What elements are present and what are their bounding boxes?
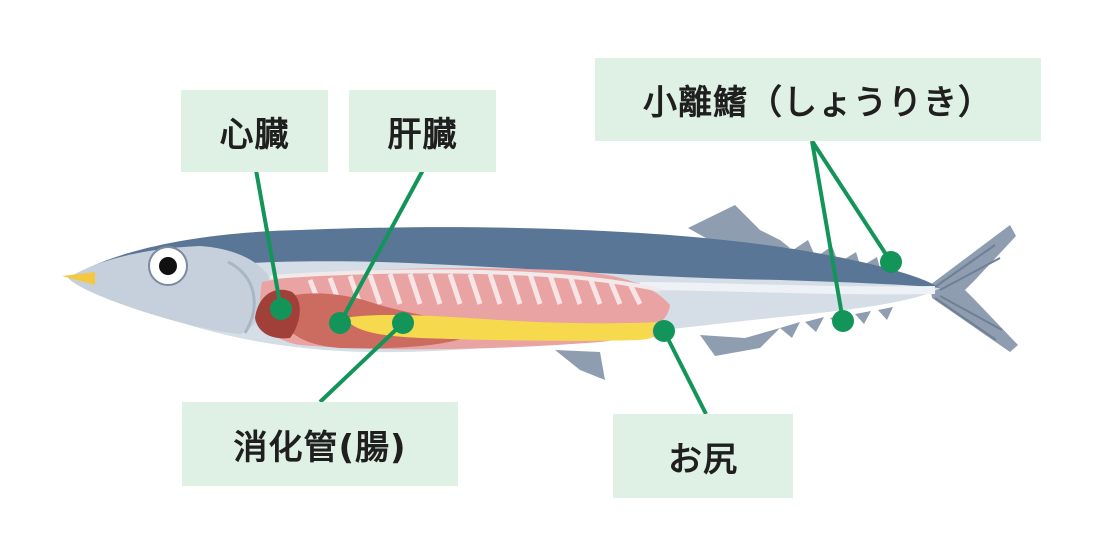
tail-fin (930, 225, 1018, 352)
intestine-organ (345, 314, 664, 341)
dorsal-fin (688, 205, 790, 248)
heart-marker (270, 298, 292, 320)
digestive-tract-label: 消化管(腸) (182, 402, 458, 486)
gill-cover (227, 260, 256, 334)
heart-label-text: 心臓 (219, 114, 290, 155)
anus-label-text: お尻 (668, 439, 738, 480)
fish-eye (148, 246, 188, 286)
liver-label-text: 肝臓 (387, 114, 458, 155)
anus-label: お尻 (613, 414, 793, 498)
digestive-tract-label-text: 消化管(腸) (233, 427, 407, 468)
marker-dots (270, 251, 902, 342)
anus-marker (653, 320, 675, 342)
anal-fin (700, 328, 780, 356)
fish-back (80, 227, 940, 288)
fish-beak (62, 272, 95, 285)
finlet-label: 小離鰭（しょうりき） (595, 58, 1041, 141)
finlet-marker-top (880, 251, 902, 273)
liver-label: 肝臓 (349, 90, 496, 172)
finlet-marker-bottom (832, 310, 854, 332)
gut-marker (392, 312, 414, 334)
finlet-label-text: 小離鰭（しょうりき） (643, 83, 993, 123)
pelvic-fin (555, 350, 605, 380)
heart-label: 心臓 (181, 90, 328, 172)
lateral-line (639, 282, 936, 295)
liver-marker (329, 312, 351, 334)
spine (269, 269, 661, 292)
leader-lines (254, 139, 893, 415)
fish-head (68, 246, 270, 334)
